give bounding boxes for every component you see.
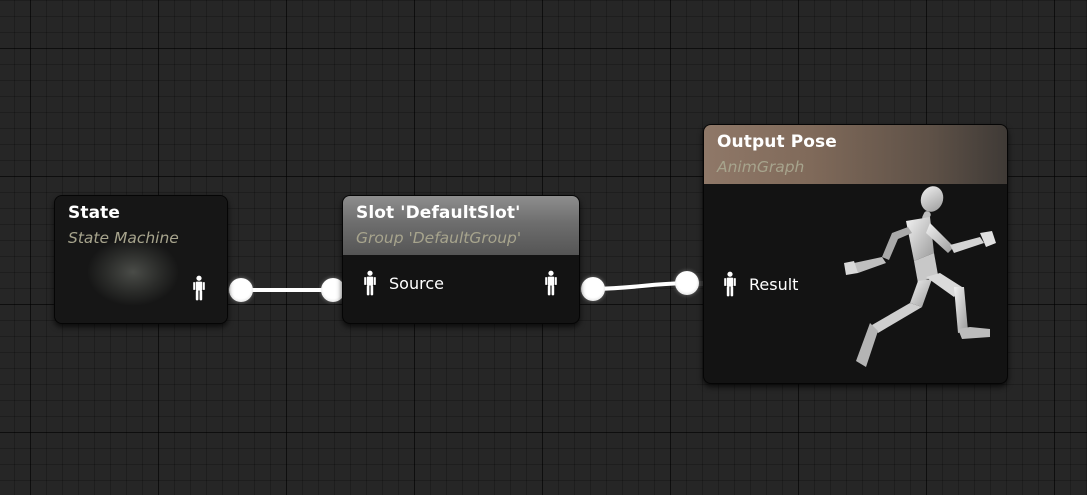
- running-mannequin-icon: [844, 186, 996, 367]
- output-pose-node[interactable]: Output Pose AnimGraph Result: [703, 124, 1008, 384]
- slot-output-pin[interactable]: [544, 270, 558, 296]
- slot-node-title: Slot 'DefaultSlot': [356, 203, 521, 223]
- output-node-title: Output Pose: [717, 132, 837, 152]
- slot-output-pin-dot[interactable]: [581, 277, 605, 301]
- slot-input-pin-dot[interactable]: [321, 278, 345, 302]
- slot-node[interactable]: Slot 'DefaultSlot' Group 'DefaultGroup' …: [342, 195, 580, 324]
- state-output-pin[interactable]: [192, 275, 206, 301]
- state-node-title: State: [68, 203, 120, 223]
- output-result-label: Result: [749, 274, 799, 294]
- pose-person-icon: [193, 275, 205, 301]
- slot-node-header: Slot 'DefaultSlot' Group 'DefaultGroup': [343, 196, 579, 255]
- state-node-subtitle: State Machine: [68, 229, 179, 247]
- wire-slot-to-output[interactable]: [592, 281, 688, 291]
- output-node-subtitle: AnimGraph: [717, 158, 805, 176]
- state-output-pin-dot[interactable]: [229, 278, 253, 302]
- output-result-pin[interactable]: Result: [723, 271, 798, 297]
- slot-source-pin[interactable]: Source: [363, 270, 444, 296]
- slot-source-label: Source: [389, 273, 444, 293]
- pose-person-icon: [545, 270, 557, 296]
- output-node-header: Output Pose AnimGraph: [704, 125, 1007, 184]
- output-input-pin-dot[interactable]: [675, 271, 699, 295]
- pose-person-icon: [364, 270, 376, 296]
- state-machine-node[interactable]: State State Machine: [54, 195, 228, 324]
- pose-person-icon: [724, 271, 736, 297]
- state-node-header: State State Machine: [55, 196, 227, 323]
- slot-node-subtitle: Group 'DefaultGroup': [356, 229, 522, 247]
